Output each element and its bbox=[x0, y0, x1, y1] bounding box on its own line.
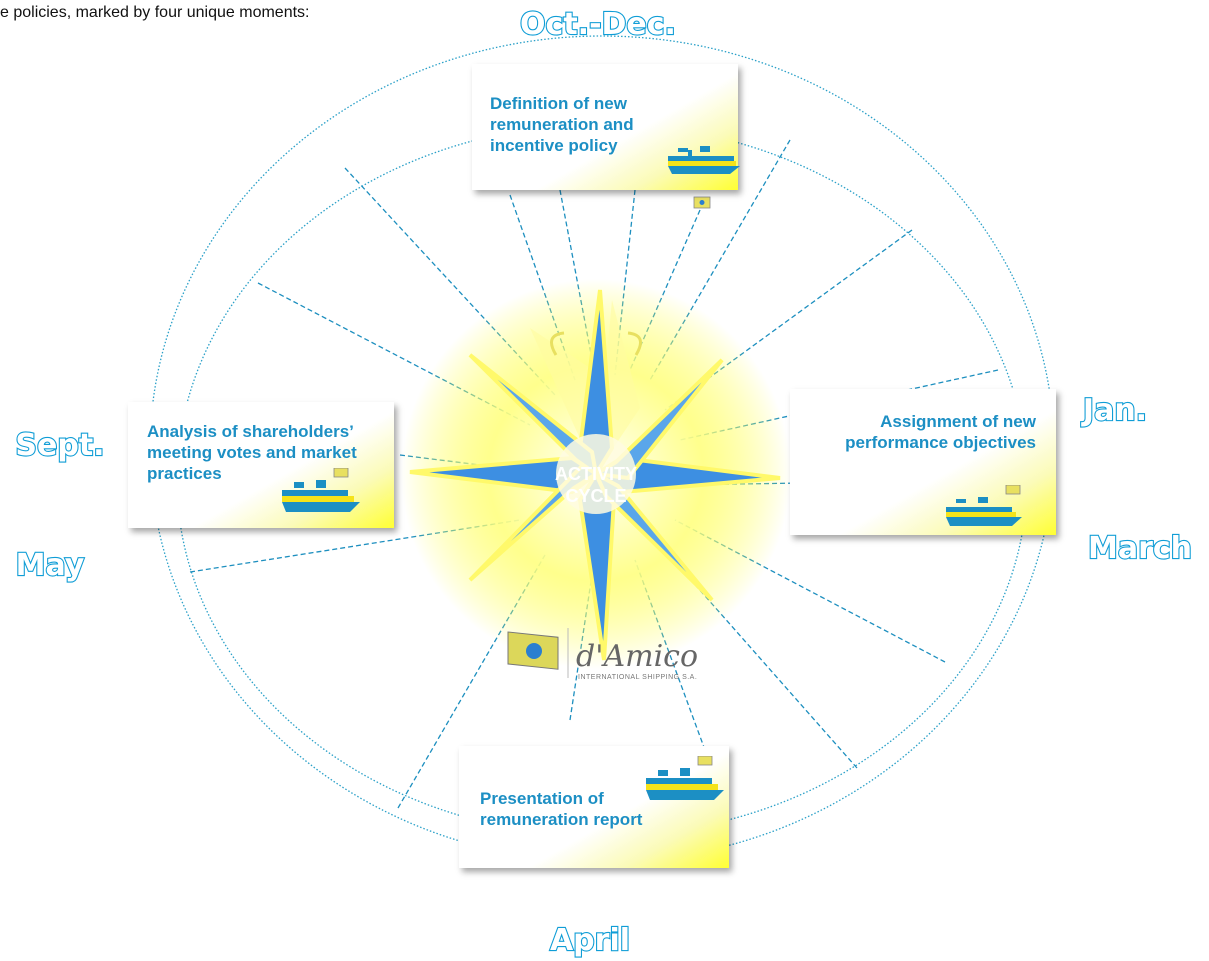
box-presentation-label: Presentation of remuneration report bbox=[480, 789, 643, 829]
compass-star bbox=[409, 289, 781, 661]
box-definition: Definition of new remuneration and incen… bbox=[472, 64, 740, 190]
box-assignment: Assignment of new performance objectives bbox=[790, 389, 1056, 535]
ship-icon bbox=[282, 468, 360, 512]
center-label-line2: CYCLE bbox=[565, 486, 626, 506]
box-analysis: Analysis of shareholders’ meeting votes … bbox=[128, 402, 394, 528]
logo-subtitle: INTERNATIONAL SHIPPING S.A. bbox=[578, 674, 697, 681]
month-may: May bbox=[16, 548, 85, 583]
box-presentation: Presentation of remuneration report bbox=[459, 746, 729, 868]
damico-logo: d'Amico INTERNATIONAL SHIPPING S.A. bbox=[507, 628, 698, 681]
intro-text: e policies, marked by four unique moment… bbox=[0, 4, 310, 21]
box-analysis-label: Analysis of shareholders’ meeting votes … bbox=[147, 422, 357, 483]
ship-icon bbox=[946, 485, 1022, 526]
month-jan: Jan. bbox=[1081, 393, 1147, 428]
ship-icon bbox=[668, 146, 740, 174]
month-march: March bbox=[1088, 531, 1192, 566]
box-definition-label: Definition of new remuneration and incen… bbox=[490, 94, 634, 155]
month-oct-dec: Oct.-Dec. bbox=[520, 7, 676, 42]
logo-name: d'Amico bbox=[576, 639, 698, 674]
month-april: April bbox=[550, 923, 630, 958]
month-sept: Sept. bbox=[15, 428, 104, 463]
box-assignment-label: Assignment of new performance objectives bbox=[845, 412, 1036, 452]
ship-icon bbox=[646, 756, 724, 800]
small-flag-icon bbox=[693, 196, 711, 209]
center-label-line1: ACTIVITY bbox=[555, 464, 637, 484]
